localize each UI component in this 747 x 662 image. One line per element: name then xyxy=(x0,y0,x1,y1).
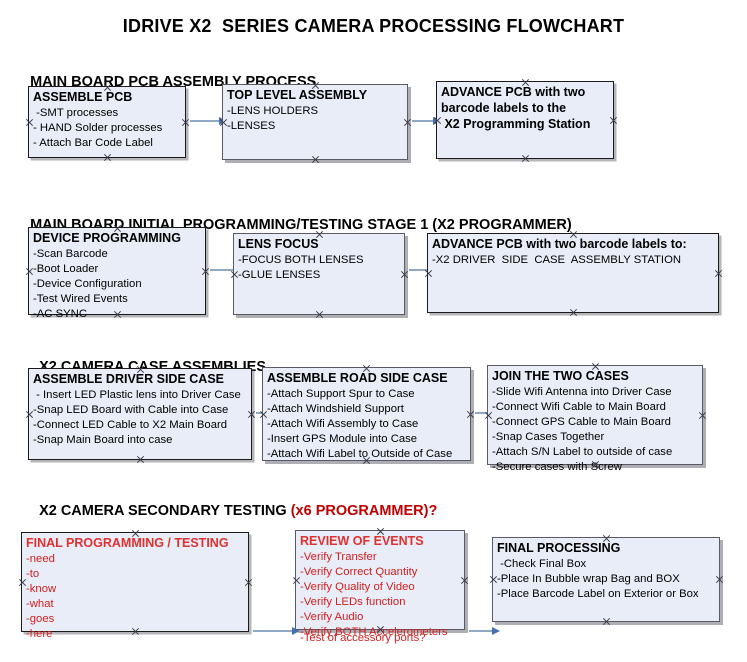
box-line: -Slide Wifi Antenna into Driver Case xyxy=(492,385,672,398)
box-line: -Secure cases with Screw xyxy=(492,460,622,473)
box-title: ADVANCE PCB with two barcode labels to: xyxy=(432,237,687,251)
box-line: -SMT processes xyxy=(33,106,119,119)
resize-handle-bottom[interactable] xyxy=(602,617,611,626)
flow-box-device-programming[interactable]: DEVICE PROGRAMMING -Scan Barcode -Boot L… xyxy=(28,227,206,320)
box-line: -Boot Loader xyxy=(33,262,99,275)
resize-handle-bottom[interactable] xyxy=(521,154,530,163)
box-line: -Connect LED Cable to X2 Main Board xyxy=(33,418,228,431)
box-title-line3: X2 Programming Station xyxy=(441,116,591,131)
resize-handle-right[interactable] xyxy=(715,575,724,584)
box-title: ASSEMBLE DRIVER SIDE CASE xyxy=(33,372,225,386)
flow-box-final-processing[interactable]: FINAL PROCESSING -Check Final Box -Place… xyxy=(492,537,720,622)
box-line: -Place In Bubble wrap Bag and BOX xyxy=(497,572,680,585)
box-title-line2: barcode labels to the xyxy=(441,100,567,115)
resize-handle-right[interactable] xyxy=(201,267,210,276)
box-line: -Connect GPS Cable to Main Board xyxy=(492,415,671,428)
box-line: -Verify Transfer xyxy=(300,550,377,563)
flow-box-assemble-pcb[interactable]: ASSEMBLE PCB -SMT processes - HAND Solde… xyxy=(28,86,186,158)
connector-arrow xyxy=(469,626,500,635)
box-line: -Verify BOTH Accelerometers xyxy=(300,625,448,638)
flow-box-final-programming-testing[interactable]: FINAL PROGRAMMING / TESTING -need -to -k… xyxy=(21,532,249,640)
connector-arrow xyxy=(190,116,227,125)
box-line: -need xyxy=(26,552,55,565)
resize-handle-right[interactable] xyxy=(609,116,618,125)
box-line: -Scan Barcode xyxy=(33,247,108,260)
flow-box-lens-focus[interactable]: LENS FOCUS -FOCUS BOTH LENSES -GLUE LENS… xyxy=(233,233,405,315)
box-line: -Snap Cases Together xyxy=(492,430,605,443)
flow-box-join-two-cases[interactable]: JOIN THE TWO CASES -Slide Wifi Antenna i… xyxy=(487,365,703,473)
connector-arrow xyxy=(210,265,241,274)
box-line: -Attach Support Spur to Case xyxy=(267,387,415,400)
resize-handle-right[interactable] xyxy=(400,270,409,279)
box-line: -what xyxy=(26,597,54,610)
box-line: -know xyxy=(26,582,57,595)
resize-handle-bottom[interactable] xyxy=(136,455,145,464)
box-line: -Place Barcode Label on Exterior or Box xyxy=(497,587,699,600)
box-line: -X2 DRIVER SIDE CASE ASSEMBLY STATION xyxy=(432,253,682,266)
box-title: ASSEMBLE PCB xyxy=(33,90,133,104)
page-title: IDRIVE X2 SERIES CAMERA PROCESSING FLOWC… xyxy=(122,16,625,36)
resize-handle-right[interactable] xyxy=(247,410,256,419)
section-heading-4-accent: (x6 PROGRAMMER)? xyxy=(290,503,438,519)
box-title: LENS FOCUS xyxy=(238,237,319,251)
box-line: -Attach Wifi Assembly to Case xyxy=(267,417,419,430)
connector-arrow xyxy=(253,626,300,635)
flow-box-assemble-road-side-case[interactable]: ASSEMBLE ROAD SIDE CASE -Attach Support … xyxy=(262,367,471,461)
box-line: -Snap LED Board with Cable into Case xyxy=(33,403,229,416)
box-line: -Verify Correct Quantity xyxy=(300,565,418,578)
resize-handle-right[interactable] xyxy=(403,118,412,127)
box-line: -Verify Audio xyxy=(300,610,364,623)
resize-handle-right[interactable] xyxy=(181,118,190,127)
box-line: -to xyxy=(26,567,40,580)
box-line: - HAND Solder processes xyxy=(33,121,163,134)
box-line-overflow: -Test of accessory ports? xyxy=(300,632,426,644)
box-line: -Device Configuration xyxy=(33,277,142,290)
box-line: - Insert LED Plastic lens into Driver Ca… xyxy=(33,388,241,401)
box-line: -GLUE LENSES xyxy=(238,268,321,281)
resize-handle-right[interactable] xyxy=(698,411,707,420)
box-line: -LENS HOLDERS xyxy=(227,104,319,117)
box-title: REVIEW OF EVENTS xyxy=(300,534,424,548)
resize-handle-bottom[interactable] xyxy=(315,310,324,319)
box-line: - Attach Bar Code Label xyxy=(33,136,153,149)
box-line: -Verify Quality of Video xyxy=(300,580,415,593)
box-line: -Insert GPS Module into Case xyxy=(267,432,418,445)
box-line: -Attach S/N Label to outside of case xyxy=(492,445,673,458)
flow-box-top-level-assembly[interactable]: TOP LEVEL ASSEMBLY -LENS HOLDERS -LENSES xyxy=(222,84,408,160)
box-line: -Attach Wifi Label to Outside of Case xyxy=(267,447,453,460)
box-line: -Verify LEDs function xyxy=(300,595,406,608)
resize-handle-right[interactable] xyxy=(244,578,253,587)
box-line: -Snap Main Board into case xyxy=(33,433,173,446)
box-title: FINAL PROCESSING xyxy=(497,541,621,555)
box-title: FINAL PROGRAMMING / TESTING xyxy=(26,536,229,550)
box-line: -here xyxy=(26,627,53,640)
box-title: ADVANCE PCB with two xyxy=(441,85,586,99)
connector-arrow xyxy=(412,116,441,125)
box-title: JOIN THE TWO CASES xyxy=(492,369,629,383)
box-line: -Connect Wifi Cable to Main Board xyxy=(492,400,666,413)
flow-box-advance-pcb-1[interactable]: ADVANCE PCB with two barcode labels to t… xyxy=(436,81,614,159)
connector-arrow xyxy=(409,265,435,274)
box-line: -LENSES xyxy=(227,119,276,132)
resize-handle-bottom[interactable] xyxy=(103,153,112,162)
box-line: -Check Final Box xyxy=(497,557,587,570)
box-line: -Attach Windshield Support xyxy=(267,402,404,415)
flow-box-assemble-driver-side-case[interactable]: ASSEMBLE DRIVER SIDE CASE - Insert LED P… xyxy=(28,368,252,460)
box-line: -goes xyxy=(26,612,55,625)
flow-box-advance-pcb-2[interactable]: ADVANCE PCB with two barcode labels to: … xyxy=(427,233,719,313)
box-title: TOP LEVEL ASSEMBLY xyxy=(227,88,368,102)
resize-handle-right[interactable] xyxy=(714,269,723,278)
flow-box-review-of-events[interactable]: REVIEW OF EVENTS -Verify Transfer -Verif… xyxy=(295,530,465,644)
box-line: -AC SYNC xyxy=(33,307,87,320)
resize-handle-right[interactable] xyxy=(466,410,475,419)
box-line: -Test Wired Events xyxy=(33,292,128,305)
resize-handle-bottom[interactable] xyxy=(311,155,320,164)
resize-handle-right[interactable] xyxy=(460,576,469,585)
box-line: -FOCUS BOTH LENSES xyxy=(238,253,364,266)
section-heading-4-text: X2 CAMERA SECONDARY TESTING xyxy=(39,503,291,519)
resize-handle-bottom[interactable] xyxy=(569,308,578,317)
box-title: ASSEMBLE ROAD SIDE CASE xyxy=(267,371,448,385)
box-title: DEVICE PROGRAMMING xyxy=(33,231,181,245)
section-heading-4: X2 CAMERA SECONDARY TESTING (x6 PROGRAMM… xyxy=(31,487,437,519)
